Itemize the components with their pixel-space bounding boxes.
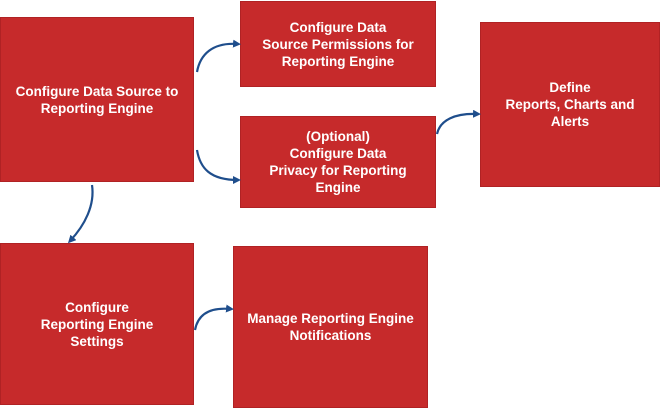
arrow-source-to-privacy — [195, 149, 241, 184]
step-manage-notifications-box: Manage Reporting Engine Notifications — [233, 246, 428, 408]
arrow-privacy-to-reports — [435, 109, 481, 135]
step-configure-permissions-label: Configure Data Source Permissions for Re… — [262, 19, 414, 69]
step-configure-privacy-box: (Optional) Configure Data Privacy for Re… — [240, 116, 436, 208]
step-configure-settings-box: Configure Reporting Engine Settings — [0, 243, 194, 405]
step-configure-privacy-label: (Optional) Configure Data Privacy for Re… — [269, 129, 407, 195]
step-define-reports-label: Define Reports, Charts and Alerts — [505, 80, 635, 129]
step-configure-data-source-label: Configure Data Source to Reporting Engin… — [15, 83, 179, 116]
step-manage-notifications-label: Manage Reporting Engine Notifications — [247, 311, 414, 343]
arrow-source-to-settings — [67, 184, 94, 244]
step-configure-permissions-box: Configure Data Source Permissions for Re… — [240, 1, 436, 87]
arrow-settings-to-notifications — [193, 304, 234, 331]
step-define-reports-box: Define Reports, Charts and Alerts — [480, 22, 660, 187]
step-configure-settings-label: Configure Reporting Engine Settings — [40, 299, 154, 349]
step-configure-data-source-box: Configure Data Source to Reporting Engin… — [0, 17, 194, 182]
arrow-source-to-permissions — [195, 39, 241, 73]
